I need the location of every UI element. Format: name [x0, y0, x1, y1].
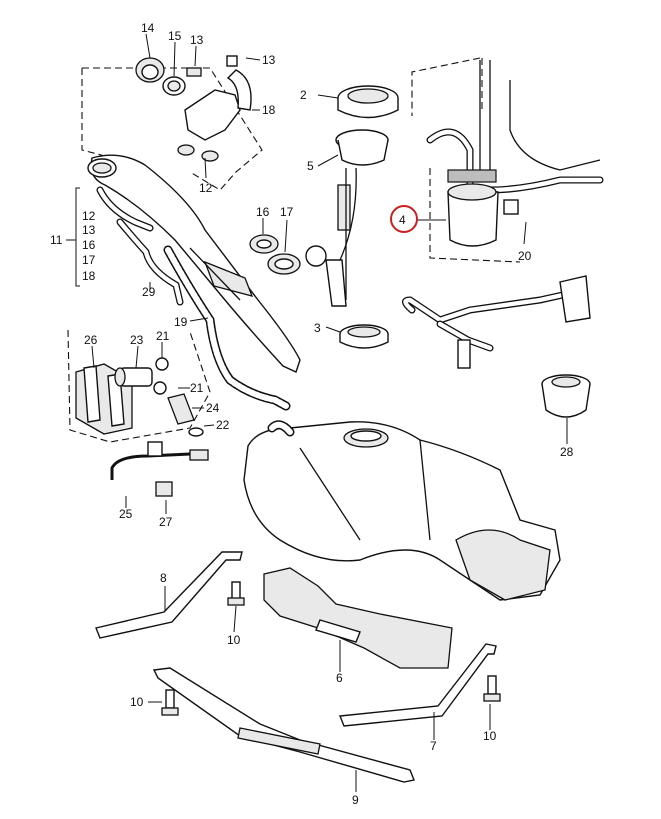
label-29: 29	[142, 285, 156, 299]
label-16: 16	[256, 205, 270, 219]
group-label-13: 13	[82, 223, 96, 237]
strap-9	[152, 667, 415, 783]
fuel-pump-4	[426, 60, 604, 247]
label-10: 10	[227, 633, 241, 647]
label-15: 15	[168, 29, 182, 43]
label-22: 22	[216, 418, 230, 432]
group-label-17: 17	[82, 253, 96, 267]
callout-labels: 14 15 13 13 18 12 2 5 16 17 3 4 20 28 12…	[50, 21, 574, 807]
group-label-12: 12	[82, 209, 96, 223]
hose-assembly-20	[402, 275, 591, 369]
label-13: 13	[262, 53, 276, 67]
label-14: 14	[141, 21, 155, 35]
label-21: 21	[156, 329, 170, 343]
label-23: 23	[130, 333, 144, 347]
level-sender-5	[305, 129, 389, 307]
label-17: 17	[280, 205, 294, 219]
label-13: 13	[190, 33, 204, 47]
filler-neck	[87, 154, 301, 373]
strap-8	[95, 551, 243, 639]
label-5: 5	[307, 159, 314, 173]
label-10: 10	[483, 729, 497, 743]
vent-pipe	[96, 186, 154, 232]
label-3: 3	[314, 321, 321, 335]
label-20: 20	[518, 249, 532, 263]
breather-assembly	[135, 55, 252, 162]
label-12: 12	[199, 181, 213, 195]
group-label-16: 16	[82, 238, 96, 252]
label-28: 28	[560, 445, 574, 459]
valve-23	[114, 357, 204, 437]
highlight-circle	[390, 205, 418, 233]
seals-16-17	[249, 234, 301, 275]
leader-lines	[66, 33, 568, 792]
label-18: 18	[262, 103, 276, 117]
strap-7	[339, 643, 497, 727]
seal-ring-3	[339, 324, 389, 349]
label-2: 2	[300, 88, 307, 102]
vent-hose-29	[116, 218, 184, 306]
label-24: 24	[206, 401, 220, 415]
dashed-outlines	[67, 57, 521, 443]
label-25: 25	[119, 507, 133, 521]
filter-28	[541, 374, 591, 418]
label-9: 9	[352, 793, 359, 807]
label-10: 10	[130, 695, 144, 709]
label-4: 4	[399, 213, 406, 227]
label-21: 21	[190, 381, 204, 395]
label-8: 8	[160, 571, 167, 585]
fuel-tank	[243, 420, 561, 601]
heat-shield-6	[263, 567, 453, 669]
bolts-10	[161, 581, 501, 716]
label-7: 7	[430, 739, 437, 753]
group-label-18: 18	[82, 269, 96, 283]
label-6: 6	[336, 671, 343, 685]
label-27: 27	[159, 515, 173, 529]
line-25	[110, 441, 209, 497]
lock-ring-2	[337, 85, 399, 119]
label-19: 19	[174, 315, 188, 329]
label-26: 26	[84, 333, 98, 347]
corrugated-hose-19	[163, 245, 291, 411]
label-11: 11	[50, 233, 63, 247]
